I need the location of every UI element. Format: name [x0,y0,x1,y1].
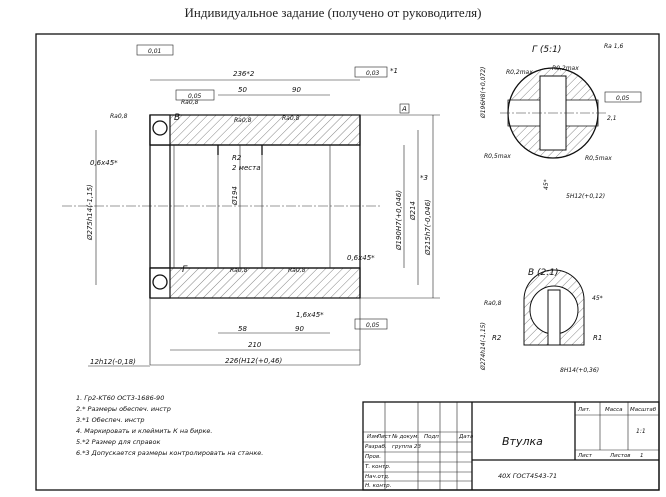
tb-prov: Пров. [365,454,381,460]
R02-a: R0,2max [506,69,533,76]
R02-b: R0,2max [552,65,579,72]
note-4: 4. Маркировать и клеймить К на бирке. [76,427,212,435]
tb-ndoc: № докум. [391,434,419,440]
tb-list-col: Лист [376,434,392,440]
detail-G-r21: 2,1 [607,115,617,122]
tb-tkontr: Т. контр. [365,464,391,470]
note-1: 1. Гр2-KT60 ОСТ3-1686-90 [76,394,164,402]
note-6: 6.*3 Допускается размеры контролировать … [76,449,263,457]
tb-razrab: Разраб. [365,444,387,450]
detail-G-ang: 45* [543,179,550,190]
dim-dia214: Ø214 [409,201,417,221]
star-1: *1 [390,67,398,75]
tb-mass: Масса [605,407,623,413]
tb-scale: Масштаб [630,407,657,413]
dim-210: 210 [248,341,262,349]
dim-236: 236*2 [233,70,255,78]
star-3: *3 [420,174,428,182]
note-2: 2.* Размеры обеспеч. инстр [76,405,171,413]
dim-dia275: Ø275h14(-1,15) [86,184,94,241]
tb-izm: Изм [367,434,378,440]
dim-58: 58 [238,325,247,333]
dim-50: 50 [238,86,247,94]
tb-sheet: Лист [577,453,593,459]
roughness-main: Ra 1,6 [604,43,623,50]
datum-A-label: А [401,105,407,113]
page-title: Индивидуальное задание (получено от руко… [184,5,482,20]
roughness-3: Ra0,8 [230,267,248,274]
tb-nkontr: Н. контр. [365,483,392,489]
tb-scale-value: 1:1 [636,428,646,435]
width-5H12: 5H12(+0,12) [566,193,605,200]
tb-material: 40Х ГОСТ4543-71 [498,472,557,480]
detail-B-ang: 45* [592,295,603,302]
chamfer-bottom: 1,6x45* [296,311,324,319]
tb-podp: Подп [424,434,439,440]
title-block: Изм Лист № докум. Подп Дата Разраб. груп… [362,401,660,491]
label-B: В [174,113,180,123]
tb-sheets: Листов [609,453,631,459]
dim-12h12: 12h12(-0,18) [90,358,136,366]
tb-sheets-n: 1 [640,453,644,459]
main-section-view: 236*2 50 90 58 90 210 226(H12(+0,46) 12h… [62,43,623,367]
detail-B-R1: R1 [593,334,602,342]
detail-G-title: Г (5:1) [532,45,561,55]
dim-90-top: 90 [292,86,301,94]
tb-lit: Лит. [577,407,591,413]
technical-notes: 1. Гр2-KT60 ОСТ3-1686-90 2.* Размеры обе… [76,394,263,457]
roughness-2: Ra0,8 [234,117,252,124]
roughness-5: Ra0,8 [181,99,199,106]
width-8H14: 8H14(+0,36) [560,367,599,374]
label-G: Г [182,265,188,275]
R05-b: R0,5max [585,155,612,162]
dim-dia194: Ø194 [231,186,239,206]
R05-a: R0,5max [484,153,511,160]
note-3: 3.*1 Обеспеч. инстр [76,416,145,424]
dim-dia190: Ø190H7(+0,046) [395,190,403,251]
tb-data: Дата [458,434,474,440]
drawing-frame [35,33,660,491]
roughness-1: Ra0,8 [110,113,128,120]
label-R2-note: 2 места [232,164,260,172]
detail-G-tol: 0,05 [616,95,630,102]
chamfer-top: 0,6x45* [90,159,118,167]
roughness-6: Ra0,8 [282,115,300,122]
detail-B-R2: R2 [492,334,502,342]
dia274: Ø274h14(-1,15) [480,322,487,371]
tb-nachotd: Нач.отд. [365,474,390,480]
dim-226: 226(H12(+0,46) [225,357,282,365]
tolerance-4: 0,05 [366,322,380,329]
tb-part-name: Втулка [502,435,543,448]
chamfer-mid: 0,6x45* [347,254,375,262]
tb-group: группа 23 [392,444,421,450]
roughness-4: Ra0,8 [288,267,306,274]
detail-B-rough: Ra0,8 [484,300,502,307]
label-R2: R2 [232,154,242,162]
dia196: Ø196H8(+0,072) [480,67,487,119]
note-5: 5.*2 Размер для справок [76,438,160,446]
tolerance-2: 0,05 [188,93,202,100]
detail-G: Г (5:1) R0,2max R0,2max R0,5max R0,5max … [480,45,642,200]
dim-dia215: Ø215h7(-0,046) [424,199,432,256]
tolerance-1: 0,01 [148,48,161,55]
dim-90-bottom: 90 [295,325,304,333]
detail-B: В (2:1) R2 R1 Ø274h14(-1,15) 8H14(+0,36)… [480,268,603,374]
tolerance-3: 0,03 [366,70,380,77]
